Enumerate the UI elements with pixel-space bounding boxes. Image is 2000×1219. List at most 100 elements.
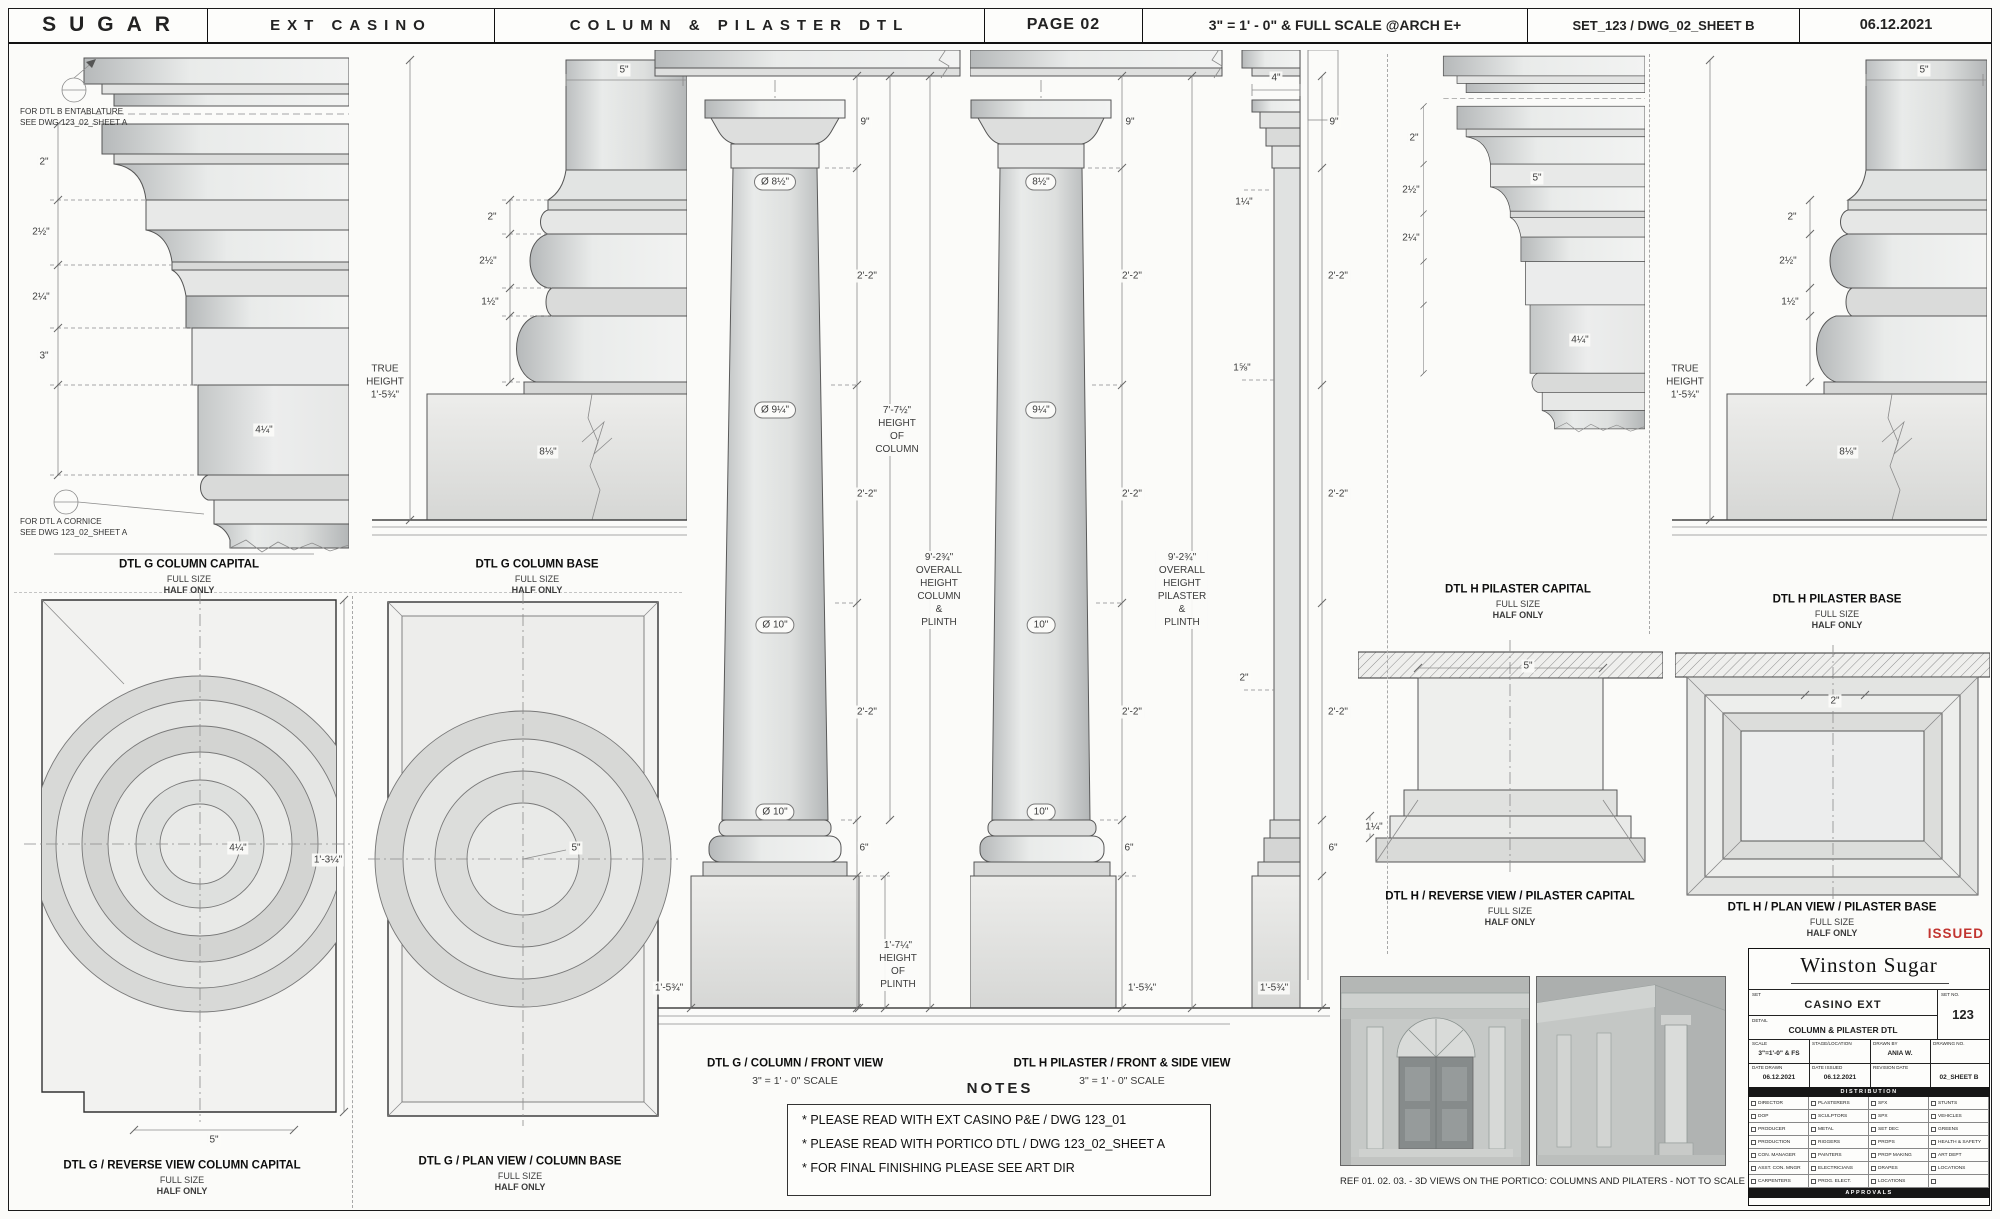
scale-note: 3" = 1' - 0" & FULL SCALE @ARCH E+	[1143, 8, 1528, 42]
panel-dtl-g-plan-view-column-base: 5" DTL G / PLAN VIEW / COLUMN BASE FULL …	[358, 592, 682, 1208]
overall-height-label: 9'-2¾" OVERALL HEIGHT PILASTER & PLINTH	[1155, 551, 1209, 629]
view-half-note: HALF ONLY	[1811, 620, 1863, 631]
view-scale: 3" = 1' - 0" SCALE	[1079, 1075, 1165, 1088]
distribution-cell: METAL	[1809, 1123, 1869, 1136]
panel-dtl-h-plan-view-pilaster-base: 2" DTL H / PLAN VIEW / PILASTER BASE FUL…	[1674, 645, 1991, 955]
distribution-role-label: HEALTH & SAFETY	[1938, 1139, 1982, 1145]
distribution-role-label: DIRECTOR	[1758, 1100, 1783, 1106]
checkbox	[1811, 1139, 1816, 1145]
distribution-cell: RIGGERS	[1809, 1136, 1869, 1149]
checkbox	[1811, 1126, 1816, 1132]
checkbox	[1871, 1152, 1876, 1158]
page-number: PAGE 02	[985, 8, 1143, 42]
dim-label: 4¼"	[227, 841, 249, 855]
pilaster-side-drawing	[1230, 49, 1339, 1017]
view-half-note: HALF ONLY	[1806, 928, 1858, 939]
distribution-role-label: ART DEPT	[1938, 1152, 1962, 1158]
stage-label: STAGE/LOCATION	[1812, 1041, 1852, 1046]
dim-label: 2"	[37, 155, 51, 169]
distribution-cell: ART DEPT	[1929, 1149, 1989, 1162]
distribution-cell: CARPENTERS	[1749, 1175, 1809, 1188]
scale-label: SCALE	[1752, 1041, 1768, 1046]
dim-label: 2½"	[30, 225, 52, 239]
panel-dtl-g-column-capital: FOR DTL B ENTABLATURE SEE DWG 123_02_SHE…	[14, 50, 350, 610]
company-logo: Winston Sugar	[1800, 953, 1938, 977]
distribution-role-label: SPX	[1878, 1113, 1888, 1119]
dim-label: 1'-5¾"	[1257, 981, 1291, 995]
render-references: REF 01. 02. 03. - 3D VIEWS ON THE PORTIC…	[1338, 972, 1745, 1207]
dim-label: 5"	[207, 1133, 221, 1147]
height-of-plinth-label: 1'-7¼" HEIGHT OF PLINTH	[877, 939, 919, 991]
checkbox	[1811, 1178, 1816, 1184]
panel-separator	[1649, 54, 1650, 634]
dim-label: 5"	[1917, 63, 1931, 77]
distribution-role-label: SFX	[1878, 1100, 1888, 1106]
dim-label: 5"	[1530, 171, 1544, 185]
dim-label: 9"	[1327, 115, 1341, 129]
brand-title: SUGAR	[8, 8, 208, 42]
panel-separator	[1387, 54, 1388, 954]
sheet-title: COLUMN & PILASTER DTL	[495, 8, 985, 42]
view-half-note: HALF ONLY	[156, 1186, 208, 1197]
render-image-corner	[1536, 976, 1726, 1166]
panel-dtl-g-reverse-view-column-capital: 4¼" 5" 1'-3¼" DTL G / REVERSE VIEW COLUM…	[14, 592, 350, 1208]
checkbox	[1811, 1113, 1816, 1119]
view-size-note: FULL SIZE	[497, 1171, 543, 1182]
dim-label: 1'-5¾"	[652, 981, 686, 995]
panel-dtl-h-pilaster-base: 5" 2" 2½" 1½" 8⅛" TRUE HEIGHT 1'-5¾" DTL…	[1652, 50, 1988, 650]
set-no-value: 123	[1952, 1007, 1974, 1022]
view-title: DTL G COLUMN BASE	[475, 558, 599, 571]
distribution-cell: CON. MANAGER	[1749, 1149, 1809, 1162]
dim-label: 9"	[858, 115, 872, 129]
notes-box: * PLEASE READ WITH EXT CASINO P&E / DWG …	[787, 1104, 1211, 1196]
drawn-by-value: ANIA W.	[1887, 1050, 1913, 1057]
dim-label: 2"	[1828, 694, 1842, 708]
checkbox	[1931, 1100, 1936, 1106]
view-half-note: HALF ONLY	[1492, 610, 1544, 621]
set-label: SET	[1752, 992, 1761, 997]
notes-section: NOTES * PLEASE READ WITH EXT CASINO P&E …	[775, 1080, 1225, 1207]
set-value: CASINO EXT	[1804, 999, 1882, 1011]
distribution-role-label: METAL	[1818, 1126, 1834, 1132]
dim-label: 2'-2"	[855, 269, 879, 283]
approvals-header: APPROVALS	[1749, 1188, 1989, 1198]
distribution-cell: PRODUCTION	[1749, 1136, 1809, 1149]
dim-label: 4¼"	[1569, 333, 1591, 347]
view-title: DTL H PILASTER CAPITAL	[1445, 583, 1591, 596]
dim-label: 6"	[1122, 841, 1136, 855]
checkbox	[1931, 1165, 1936, 1171]
distribution-cell: SPX	[1869, 1110, 1929, 1123]
panel-separator	[14, 592, 682, 593]
distribution-role-label: STUNTS	[1938, 1100, 1958, 1106]
scale-value: 3"=1'-0" & FS	[1758, 1050, 1800, 1057]
checkbox	[1811, 1152, 1816, 1158]
view-half-note: HALF ONLY	[511, 585, 563, 596]
dim-label: 2¼"	[30, 290, 52, 304]
checkbox	[1751, 1126, 1756, 1132]
distribution-role-label: PROPS	[1878, 1139, 1895, 1145]
distribution-cell: PRODUCER	[1749, 1123, 1809, 1136]
distribution-role-label: LOCATIONS	[1938, 1165, 1966, 1171]
true-height-label: TRUE HEIGHT 1'-5¾"	[1664, 362, 1706, 402]
sheet-number: SET_123 / DWG_02_SHEET B	[1528, 8, 1800, 42]
checkbox	[1871, 1113, 1876, 1119]
callout-cornice: FOR DTL A CORNICE SEE DWG 123_02_SHEET A	[20, 517, 128, 538]
view-size-note: FULL SIZE	[1809, 917, 1855, 928]
distribution-cell: ASST. CON. MNGR	[1749, 1162, 1809, 1175]
panel-dtl-g-column-front-view: Ø 8½" Ø 9¼" Ø 10" Ø 10" 9" 2'-2" 2'-2" 2…	[645, 47, 970, 1110]
distribution-cell: VEHICLES	[1929, 1110, 1989, 1123]
dim-label: 1¼"	[1233, 195, 1255, 209]
dim-label: 2"	[1407, 131, 1421, 145]
diameter-label: Ø 9¼"	[753, 401, 797, 419]
checkbox	[1811, 1165, 1816, 1171]
view-title: DTL G / REVERSE VIEW COLUMN CAPITAL	[63, 1159, 301, 1172]
distribution-role-label: GREENS	[1938, 1126, 1959, 1132]
panel-dtl-h-pilaster-capital: 2" 5" 2½" 2¼" 4¼" DTL H PILASTER CAPITAL…	[1390, 50, 1646, 640]
distribution-role-label: LOCATIONS	[1878, 1178, 1906, 1184]
distribution-cell: HEALTH & SAFETY	[1929, 1136, 1989, 1149]
distribution-role-label: CARPENTERS	[1758, 1178, 1791, 1184]
distribution-role-label: CON. MANAGER	[1758, 1152, 1796, 1158]
distribution-cell: PLASTERERS	[1809, 1097, 1869, 1110]
panel-separator	[352, 596, 353, 1208]
